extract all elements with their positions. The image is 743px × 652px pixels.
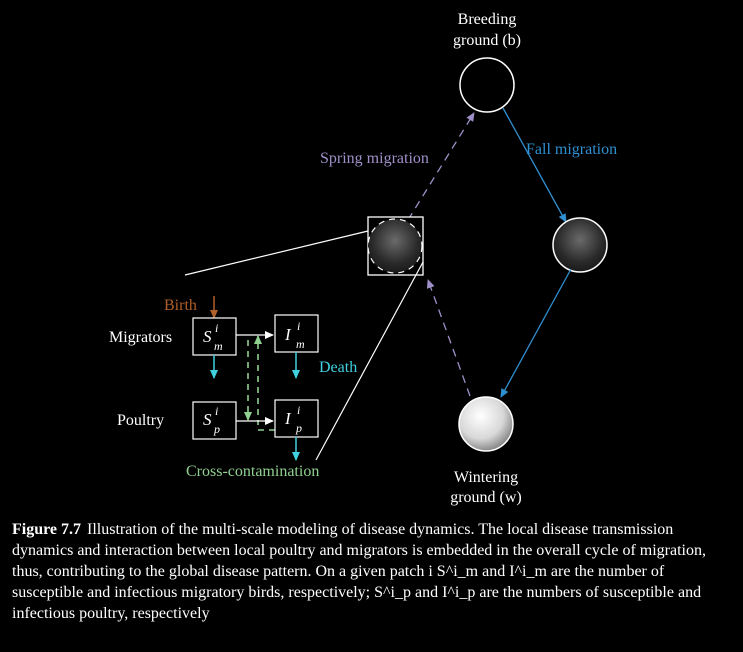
sp-sup: i (215, 404, 218, 418)
figure-label: Figure 7.7 (12, 521, 82, 538)
cross-contamination-label: Cross-contamination (186, 463, 319, 480)
birth-label: Birth (164, 297, 197, 314)
sp-sub: p (213, 422, 220, 436)
sm-sup: i (215, 321, 218, 335)
migration-node-dark (552, 217, 608, 273)
poultry-label: Poultry (117, 412, 164, 429)
local-patch-node (368, 219, 422, 273)
zoom-line-bottom (315, 261, 424, 461)
fall-migration-label: Fall migration (526, 141, 617, 158)
sm-symbol: S (203, 327, 212, 346)
sp-symbol: S (203, 410, 212, 429)
im-sub: m (296, 337, 305, 351)
breeding-label-line2: ground (b) (453, 32, 521, 49)
ip-box (274, 399, 319, 438)
figure-caption-text: Illustration of the multi-scale modeling… (12, 521, 706, 622)
local-patch-dashed-outline (367, 218, 423, 274)
wintering-label-line2: ground (w) (450, 489, 522, 506)
wintering-ground-node (458, 396, 514, 452)
im-sup: i (297, 319, 300, 333)
sm-sub: m (214, 339, 223, 353)
spring-migration-arrow-2 (407, 112, 475, 221)
ip-symbol: I (284, 409, 292, 428)
wintering-label-line1: Wintering (454, 469, 518, 486)
sm-box (192, 317, 237, 356)
breeding-ground-node (459, 57, 515, 113)
spring-migration-label: Spring migration (320, 150, 429, 167)
ip-sub: p (295, 421, 302, 435)
im-symbol: I (284, 325, 292, 344)
sp-box (192, 401, 237, 440)
zoom-line-top (184, 230, 369, 276)
breeding-label-line1: Breeding (458, 11, 517, 28)
migrators-label: Migrators (109, 329, 172, 346)
ip-sup: i (297, 403, 300, 417)
spring-migration-arrow-1 (426, 279, 471, 397)
fall-migration-arrow-2 (500, 268, 572, 398)
death-label: Death (319, 359, 357, 376)
fall-migration-arrow-1 (502, 107, 567, 223)
